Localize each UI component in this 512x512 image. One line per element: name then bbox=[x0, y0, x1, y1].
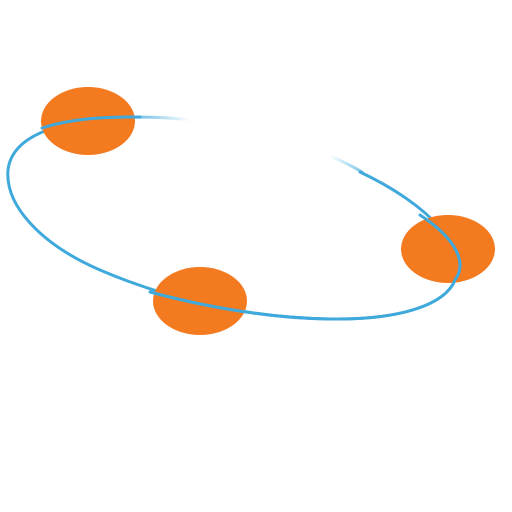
orbit-ring-fade-left bbox=[128, 115, 192, 122]
orbit-dot-top-left bbox=[41, 87, 135, 155]
orbit-dot-bottom bbox=[153, 267, 247, 335]
orbit-ring-overlay-left bbox=[40, 115, 137, 130]
orbit-dot-right bbox=[401, 215, 495, 283]
orbit-ring-fade-right bbox=[328, 154, 364, 174]
orbit-ring-overlay bbox=[148, 213, 462, 321]
